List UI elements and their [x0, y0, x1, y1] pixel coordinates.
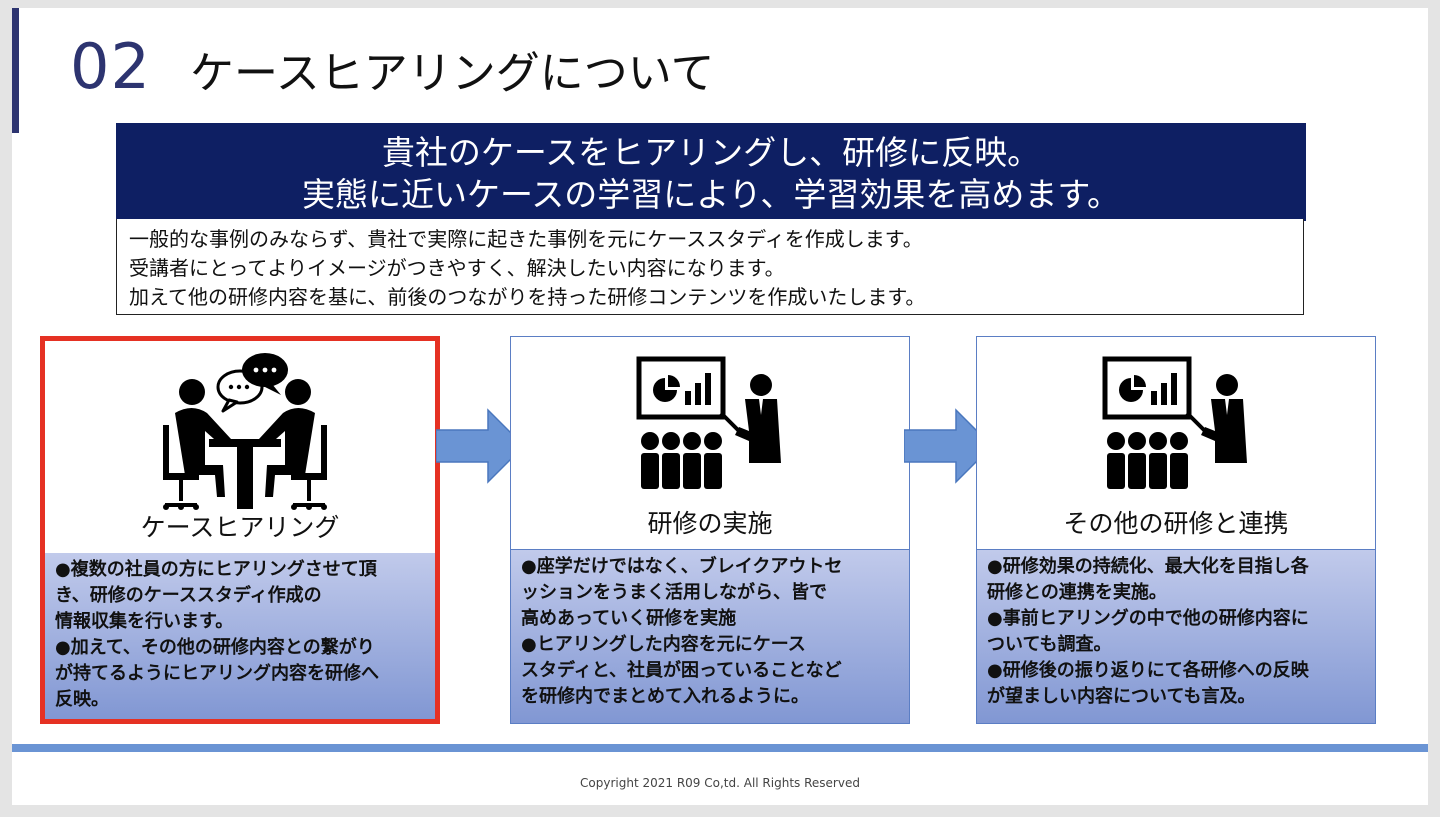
card-image: [45, 341, 435, 513]
footer-rule: [12, 744, 1428, 752]
section-number: 02: [70, 30, 151, 103]
card-text-line: ●座学だけではなく、ブレイクアウトセ: [521, 556, 843, 577]
page-title: ケースヒアリングについて: [190, 48, 715, 99]
card-body: ●研修効果の持続化、最大化を目指し各 研修との連携を実施。 ●事前ヒアリングの中…: [977, 549, 1375, 723]
card-text-line: ●加えて、その他の研修内容との繋がり: [55, 637, 375, 658]
arrow-right-icon: [904, 408, 994, 484]
title-accent-bar: [12, 8, 19, 133]
card-text-line: ●研修効果の持続化、最大化を目指し各: [987, 556, 1309, 577]
card-case-hearing: ケースヒアリング ●複数の社員の方にヒアリングさせて頂 き、研修のケーススタディ…: [40, 336, 440, 724]
banner-line-1: 貴社のケースをヒアリングし、研修に反映。: [381, 133, 1041, 172]
card-text-line: ●事前ヒアリングの中で他の研修内容に: [987, 608, 1309, 629]
card-text-line: 高めあっていく研修を実施: [521, 608, 737, 629]
card-text-line: を研修内でまとめて入れるように。: [521, 686, 809, 707]
description-line-3: 加えて他の研修内容を基に、前後のつながりを持った研修コンテンツを作成いたします。: [129, 285, 926, 309]
card-text-line: が持てるようにヒアリング内容を研修へ: [55, 663, 379, 684]
card-body: ●複数の社員の方にヒアリングさせて頂 き、研修のケーススタディ作成の 情報収集を…: [45, 553, 435, 719]
card-text-line: き、研修のケーススタディ作成の: [55, 585, 322, 606]
arrow-right-icon: [436, 408, 526, 484]
slide: 02 ケースヒアリングについて 貴社のケースをヒアリングし、研修に反映。 実態に…: [12, 8, 1428, 805]
card-training-delivery: 研修の実施 ●座学だけではなく、ブレイクアウトセ ッションをうまく活用しながら、…: [510, 336, 910, 724]
meeting-icon: [163, 353, 327, 510]
card-image: [977, 337, 1375, 509]
description-line-1: 一般的な事例のみならず、貴社で実際に起きた事例を元にケーススタディを作成します。: [129, 227, 923, 251]
banner-line-2: 実態に近いケースの学習により、学習効果を高めます。: [301, 175, 1121, 214]
card-text-line: ●ヒアリングした内容を元にケース: [521, 634, 806, 655]
card-text-line: 情報収集を行います。: [55, 611, 234, 632]
card-text-line: ●複数の社員の方にヒアリングさせて頂: [55, 559, 377, 580]
card-text-line: 反映。: [55, 689, 109, 710]
card-image: [511, 337, 909, 509]
card-body: ●座学だけではなく、ブレイクアウトセ ッションをうまく活用しながら、皆で 高めあ…: [511, 549, 909, 723]
card-text-line: ●研修後の振り返りにて各研修への反映: [987, 660, 1309, 681]
description-line-2: 受講者にとってよりイメージがつきやすく、解決したい内容になります。: [129, 256, 785, 280]
presentation-icon: [636, 356, 781, 489]
card-text-line: が望ましい内容についても言及。: [987, 686, 1256, 707]
card-text-line: 研修との連携を実施。: [987, 582, 1167, 603]
card-label: その他の研修と連携: [1063, 509, 1289, 538]
description-box: 一般的な事例のみならず、貴社で実際に起きた事例を元にケーススタディを作成します。…: [116, 219, 1304, 315]
headline-banner: 貴社のケースをヒアリングし、研修に反映。 実態に近いケースの学習により、学習効果…: [116, 123, 1306, 221]
card-text-line: ついても調査。: [987, 634, 1112, 655]
copyright-text: Copyright 2021 R09 Co,td. All Rights Res…: [580, 776, 860, 790]
card-other-training-link: その他の研修と連携 ●研修効果の持続化、最大化を目指し各 研修との連携を実施。 …: [976, 336, 1376, 724]
card-text-line: ッションをうまく活用しながら、皆で: [521, 582, 827, 603]
presentation-icon: [1102, 356, 1247, 489]
card-label: ケースヒアリング: [140, 513, 340, 542]
card-label: 研修の実施: [647, 509, 773, 538]
card-text-line: スタディと、社員が困っていることなど: [521, 660, 842, 681]
